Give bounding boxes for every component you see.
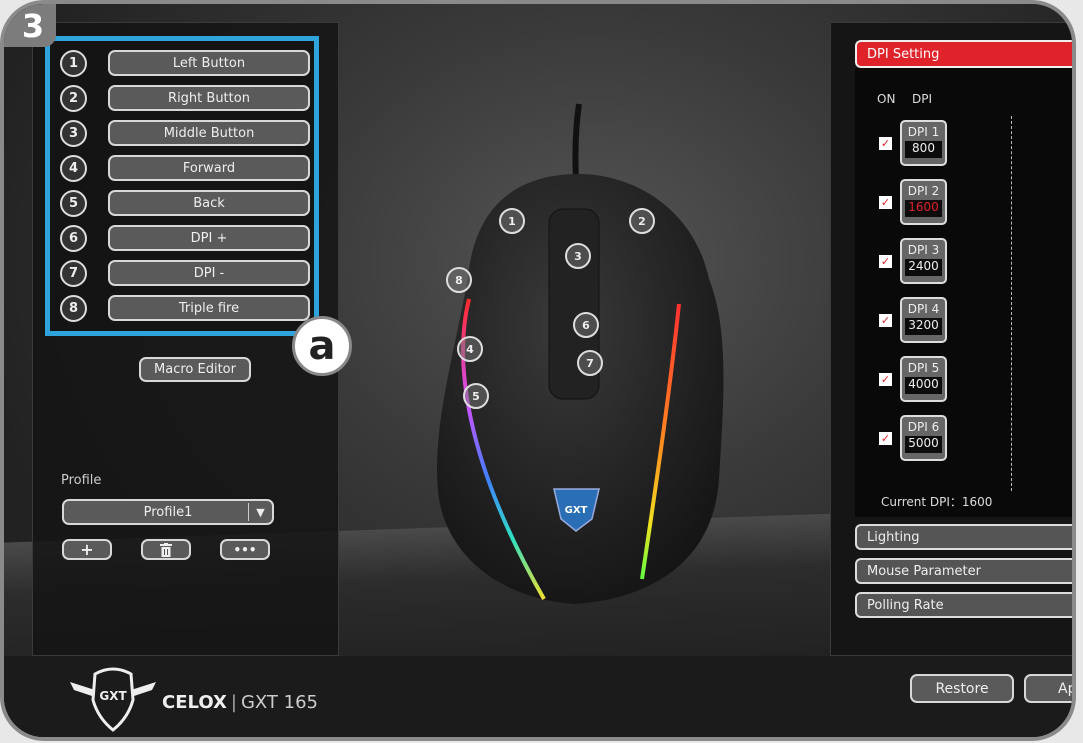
mouse-callout-6: 6 xyxy=(582,319,590,332)
mouse-callout-7: 7 xyxy=(586,357,594,370)
mouse-callout-8: 8 xyxy=(455,274,463,287)
dpi-value[interactable]: 2400 xyxy=(905,259,942,276)
mouse-callout-1: 1 xyxy=(508,215,516,228)
macro-editor-button[interactable]: Macro Editor xyxy=(139,357,251,382)
product-name: CELOX|GXT 165 xyxy=(162,692,318,713)
assign-dpi-minus-button[interactable]: DPI - xyxy=(108,260,310,286)
mouse-image: GXT 1 2 3 8 4 5 6 7 xyxy=(436,103,724,604)
mouse-callout-5: 5 xyxy=(472,390,480,403)
current-dpi: Current DPI：1600 xyxy=(881,495,993,509)
dpi-5-checkbox[interactable]: ✓ xyxy=(879,372,892,386)
dpi-3-checkbox[interactable]: ✓ xyxy=(879,254,892,268)
profile-label: Profile xyxy=(61,473,102,488)
assign-back-button[interactable]: Back xyxy=(108,190,310,216)
dpi-column-header: DPI xyxy=(912,92,933,106)
polling-rate-section[interactable]: Polling Rate xyxy=(855,592,1072,618)
assign-middle-button[interactable]: Middle Button xyxy=(108,120,310,146)
dpi-value[interactable]: 5000 xyxy=(905,436,942,453)
plus-icon: + xyxy=(80,540,94,559)
more-options-button[interactable]: ••• xyxy=(220,539,270,560)
dpi-1-checkbox[interactable]: ✓ xyxy=(879,136,892,150)
assign-right-button[interactable]: Right Button xyxy=(108,85,310,111)
add-profile-button[interactable]: + xyxy=(62,539,112,560)
callout-badge: a xyxy=(292,316,352,376)
assign-dpi-plus-button[interactable]: DPI + xyxy=(108,225,310,251)
assign-forward-button[interactable]: Forward xyxy=(108,155,310,181)
profile-dropdown[interactable]: Profile1 ▼ xyxy=(62,499,274,525)
chevron-down-icon: ▼ xyxy=(248,503,272,521)
mouse-callout-2: 2 xyxy=(638,215,646,228)
dpi-value[interactable]: 1600 xyxy=(905,200,942,217)
apply-button[interactable]: Ap xyxy=(1024,674,1072,703)
dpi-2-checkbox[interactable]: ✓ xyxy=(879,195,892,209)
dpi-6-checkbox[interactable]: ✓ xyxy=(879,431,892,445)
dpi-value[interactable]: 4000 xyxy=(905,377,942,394)
delete-profile-button[interactable] xyxy=(141,539,191,560)
dpi-4-checkbox[interactable]: ✓ xyxy=(879,313,892,327)
dpi-setting-header[interactable]: DPI Setting xyxy=(855,40,1072,68)
assign-left-button[interactable]: Left Button xyxy=(108,50,310,76)
gxt-logo: GXT xyxy=(70,667,156,732)
on-column-header: ON xyxy=(877,92,896,106)
more-icon: ••• xyxy=(233,542,257,557)
svg-text:GXT: GXT xyxy=(99,689,127,703)
lighting-section[interactable]: Lighting xyxy=(855,524,1072,550)
dpi-value[interactable]: 800 xyxy=(905,141,942,158)
dpi-guide-line xyxy=(1011,116,1012,491)
mouse-callout-3: 3 xyxy=(574,250,582,263)
trash-icon xyxy=(160,542,172,557)
assign-triple-fire-button[interactable]: Triple fire xyxy=(108,295,310,321)
mouse-callout-4: 4 xyxy=(466,343,474,356)
mouse-logo: GXT xyxy=(565,505,588,516)
restore-button[interactable]: Restore xyxy=(910,674,1014,703)
footer-bar xyxy=(4,656,1072,737)
dpi-value[interactable]: 3200 xyxy=(905,318,942,335)
mouse-parameter-section[interactable]: Mouse Parameter xyxy=(855,558,1072,584)
